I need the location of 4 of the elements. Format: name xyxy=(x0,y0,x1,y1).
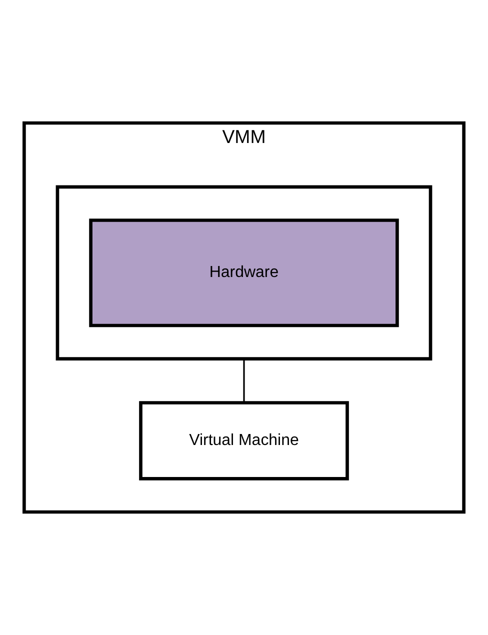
node-box: Hardware xyxy=(89,218,399,328)
cluster xyxy=(56,185,432,360)
node-box: Virtual Machine xyxy=(139,401,349,480)
connector xyxy=(243,358,245,403)
